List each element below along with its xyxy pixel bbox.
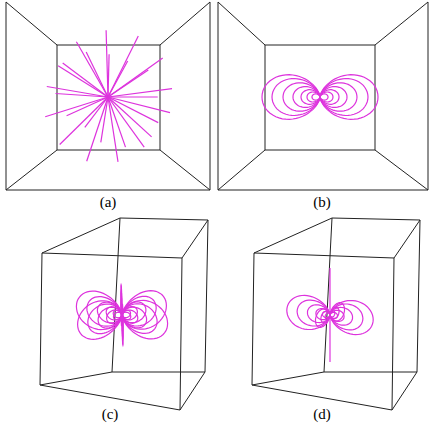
field-line: [87, 297, 122, 327]
field-line: [122, 302, 146, 323]
panel-label: (b): [313, 194, 331, 211]
field-line: [108, 97, 126, 147]
field-line: [297, 300, 330, 326]
cube-frame: [252, 218, 420, 410]
cube-frames: [6, 2, 428, 410]
field-line: [63, 63, 108, 97]
field-line: [108, 97, 144, 147]
panel-label: (c): [102, 406, 119, 423]
field-line: [320, 75, 378, 120]
field-line: [86, 52, 108, 97]
panel-label: (a): [100, 194, 117, 211]
field-line: [330, 303, 345, 322]
field-line: [287, 295, 330, 329]
field-line: [108, 54, 109, 97]
cube-frame: [40, 218, 208, 410]
field-lines: [45, 30, 378, 362]
field-line: [121, 285, 122, 326]
field-line: [262, 75, 320, 120]
panel-label: (d): [313, 406, 331, 423]
field-line: [108, 89, 172, 97]
field-line: [85, 97, 108, 127]
field-line: [108, 97, 118, 162]
field-line: [67, 97, 108, 116]
field-line: [76, 42, 108, 97]
field-line: [330, 304, 363, 330]
field-line: [76, 291, 122, 330]
field-line: [330, 301, 373, 335]
field-line: [108, 61, 128, 97]
field-line: [122, 291, 166, 330]
cube-frame: [6, 2, 210, 190]
field-line: [329, 268, 330, 362]
field-line: [108, 36, 138, 97]
field-line: [45, 97, 108, 117]
field-line: [122, 296, 156, 326]
cube-frame: [218, 2, 428, 190]
field-line: [78, 301, 122, 340]
field-line: [316, 309, 331, 328]
